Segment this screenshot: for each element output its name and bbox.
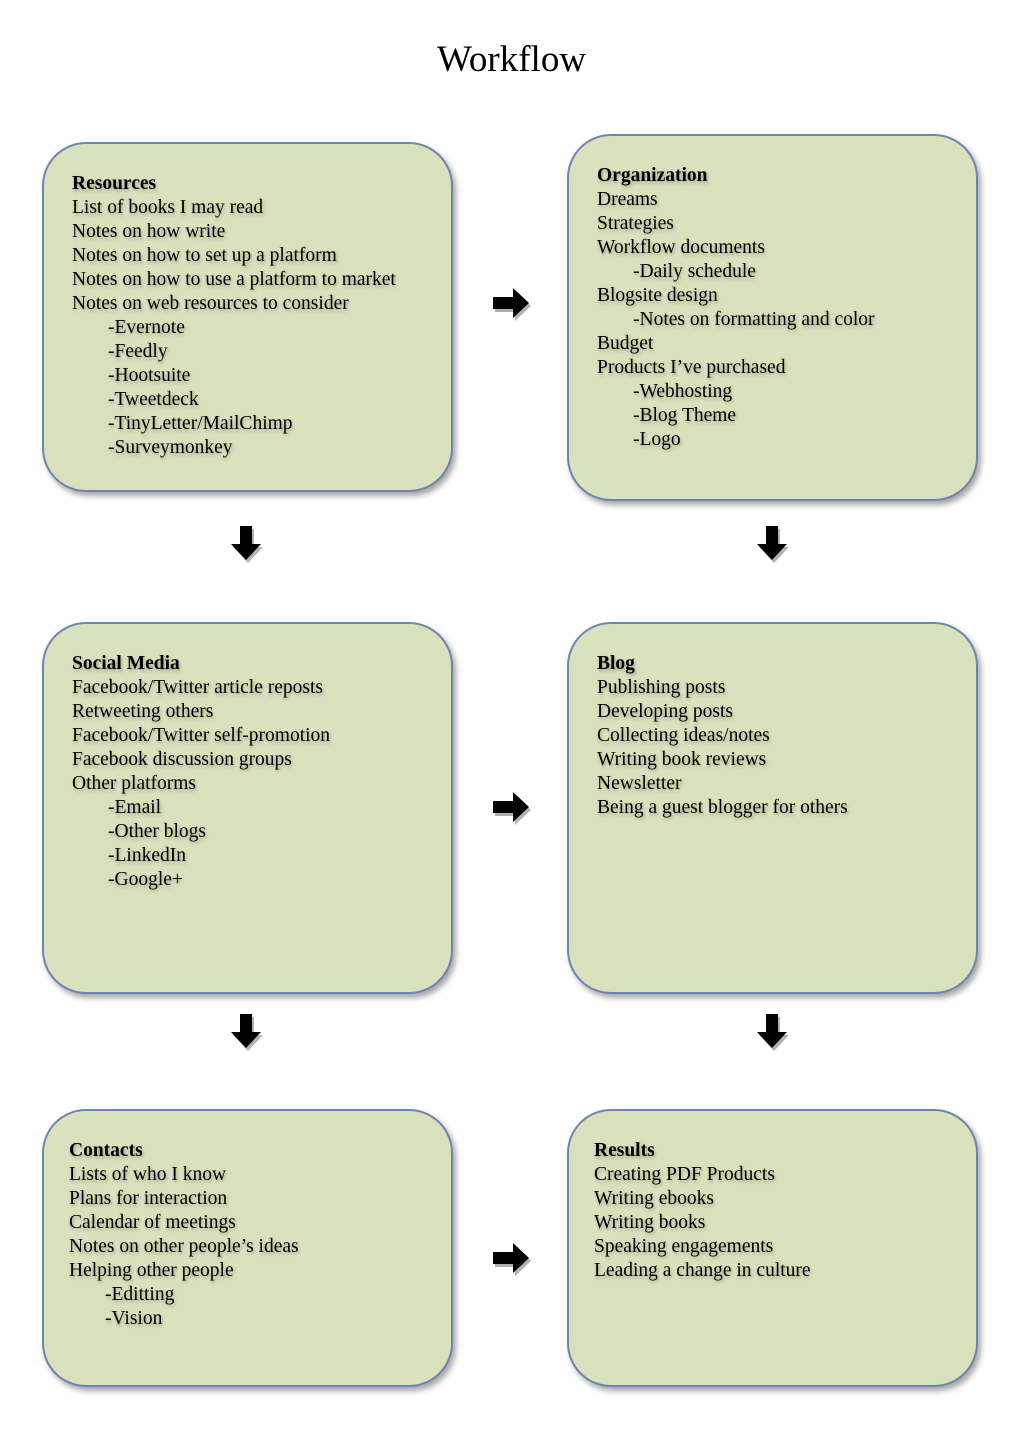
list-subitem: -Tweetdeck	[108, 389, 199, 410]
list-item: Leading a change in culture	[594, 1260, 811, 1281]
list-item: Lists of who I know	[69, 1164, 227, 1185]
list-item: Facebook/Twitter self-promotion	[72, 725, 331, 746]
box-results-content: Results Creating PDF Products Writing eb…	[594, 1139, 811, 1283]
box-organization: Organization Dreams Strategies Workflow …	[567, 134, 978, 501]
list-item: Notes on how to use a platform to market	[72, 269, 396, 290]
list-item: Retweeting others	[72, 701, 214, 722]
list-subitem: -Daily schedule	[633, 261, 756, 282]
arrow-down-icon	[231, 1014, 263, 1051]
list-subitem: -Email	[108, 797, 162, 818]
list-item: Newsletter	[597, 773, 682, 794]
arrow-right-icon	[493, 288, 531, 321]
box-contacts: Contacts Lists of who I know Plans for i…	[42, 1109, 453, 1387]
list-subitem: -Editting	[105, 1284, 175, 1305]
list-item: Notes on how write	[72, 221, 226, 242]
list-item: Facebook/Twitter article reposts	[72, 677, 323, 698]
list-item: Other platforms	[72, 773, 197, 794]
box-resources: Resources List of books I may read Notes…	[42, 142, 453, 492]
list-item: Facebook discussion groups	[72, 749, 292, 770]
list-item: Writing ebooks	[594, 1188, 714, 1209]
list-item: Speaking engagements	[594, 1236, 774, 1257]
list-subitem: -TinyLetter/MailChimp	[108, 413, 293, 434]
box-results: Results Creating PDF Products Writing eb…	[567, 1109, 978, 1387]
box-blog-content: Blog Publishing posts Developing posts C…	[597, 652, 848, 820]
arrow-right-icon	[493, 792, 531, 825]
list-item: Notes on web resources to consider	[72, 293, 349, 314]
list-item: Collecting ideas/notes	[597, 725, 770, 746]
list-subitem: -Logo	[633, 429, 681, 450]
list-item: List of books I may read	[72, 197, 264, 218]
box-contacts-content: Contacts Lists of who I know Plans for i…	[69, 1139, 299, 1331]
list-item: Developing posts	[597, 701, 733, 722]
box-heading: Organization	[597, 165, 708, 186]
box-heading: Blog	[597, 653, 635, 674]
list-item: Creating PDF Products	[594, 1164, 775, 1185]
list-subitem: -Evernote	[108, 317, 185, 338]
box-social-media-content: Social Media Facebook/Twitter article re…	[72, 652, 330, 892]
arrow-down-icon	[757, 1014, 789, 1051]
list-item: Budget	[597, 333, 654, 354]
list-subitem: -Hootsuite	[108, 365, 191, 386]
list-item: Writing book reviews	[597, 749, 767, 770]
box-organization-content: Organization Dreams Strategies Workflow …	[597, 164, 875, 452]
list-subitem: -LinkedIn	[108, 845, 186, 866]
box-heading: Resources	[72, 173, 157, 194]
list-subitem: -Webhosting	[633, 381, 733, 402]
arrow-right-icon	[493, 1243, 531, 1276]
box-blog: Blog Publishing posts Developing posts C…	[567, 622, 978, 994]
box-heading: Contacts	[69, 1140, 143, 1161]
diagram-title: Workflow	[436, 39, 587, 80]
list-item: Notes on other people’s ideas	[69, 1236, 299, 1257]
box-social-media: Social Media Facebook/Twitter article re…	[42, 622, 453, 994]
arrow-down-icon	[757, 526, 789, 563]
list-subitem: -Google+	[108, 869, 183, 890]
list-item: Notes on how to set up a platform	[72, 245, 337, 266]
list-item: Strategies	[597, 213, 674, 234]
list-item: Calendar of meetings	[69, 1212, 236, 1233]
list-item: Products I’ve purchased	[597, 357, 786, 378]
list-item: Workflow documents	[597, 237, 765, 258]
list-subitem: -Other blogs	[108, 821, 207, 842]
arrow-down-icon	[231, 526, 263, 563]
box-heading: Results	[594, 1140, 655, 1161]
list-subitem: -Surveymonkey	[108, 437, 233, 458]
list-item: Writing books	[594, 1212, 706, 1233]
list-item: Publishing posts	[597, 677, 726, 698]
list-subitem: -Vision	[105, 1308, 163, 1329]
list-subitem: -Notes on formatting and color	[633, 309, 875, 330]
box-resources-content: Resources List of books I may read Notes…	[72, 172, 396, 460]
list-item: Being a guest blogger for others	[597, 797, 848, 818]
list-subitem: -Blog Theme	[633, 405, 737, 426]
list-subitem: -Feedly	[108, 341, 168, 362]
list-item: Blogsite design	[597, 285, 718, 306]
list-item: Helping other people	[69, 1260, 234, 1281]
list-item: Dreams	[597, 189, 658, 210]
list-item: Plans for interaction	[69, 1188, 228, 1209]
box-heading: Social Media	[72, 653, 180, 674]
